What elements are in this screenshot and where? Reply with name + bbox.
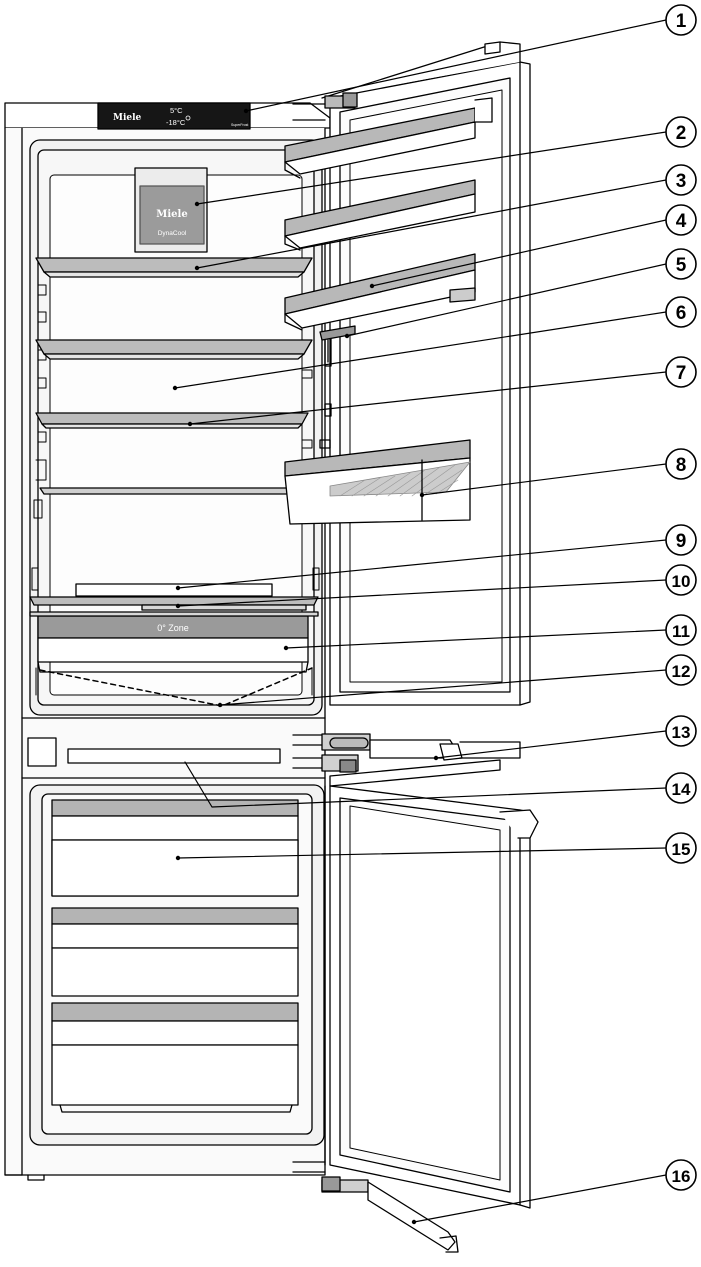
callout-number-10: 10 [672, 572, 691, 591]
callout-number-15: 15 [672, 840, 691, 859]
glass-shelf-lower [35, 412, 309, 429]
callout-circle-9 [665, 524, 697, 556]
dynacool-label: DynaCool [158, 230, 187, 237]
callout-circle-2 [665, 116, 697, 148]
callout-circle-7 [665, 356, 697, 388]
freezer-door [292, 759, 539, 1253]
freezer-drawer-3 [51, 1002, 299, 1113]
callout-number-5: 5 [676, 255, 687, 276]
callout-circle-5 [665, 248, 697, 280]
panel-brand: Miele [113, 113, 142, 123]
divider-shelf [39, 487, 313, 495]
panel-button-icon [185, 115, 191, 121]
freezer-drawer-1 [51, 799, 299, 897]
callout-number-12: 12 [672, 662, 691, 681]
callout-circle-14 [665, 772, 697, 804]
glass-shelf-middle [35, 339, 313, 360]
door-balcony-2 [284, 179, 476, 251]
callout-circle-12 [665, 654, 697, 686]
callout-circle-11 [665, 614, 697, 646]
glass-shelf-top [35, 257, 313, 278]
drawer-outline-dashed [39, 667, 313, 707]
callout-circle-3 [665, 164, 697, 196]
door-balcony-1 [284, 97, 493, 179]
callout-circle-15 [665, 832, 697, 864]
callout-number-6: 6 [676, 303, 687, 324]
leader-lines [174, 19, 667, 1223]
callout-circle-16 [665, 1159, 697, 1191]
callout-circle-1 [665, 4, 697, 36]
control-panel [97, 102, 251, 130]
freezer-drawer-2 [51, 907, 299, 997]
dynacool-text: Miele DynaCool [156, 209, 187, 237]
callout-number-3: 3 [676, 171, 687, 192]
callout-circle-8 [665, 448, 697, 480]
callout-number-13: 13 [672, 723, 691, 742]
door-balcony-4 [284, 439, 471, 525]
bottom-shelf [29, 583, 319, 611]
callout-number-7: 7 [676, 363, 687, 384]
shelf-supports-left [31, 284, 320, 591]
callout-circle-6 [665, 296, 697, 328]
leader-dots [172, 108, 439, 1225]
control-panel-text: Miele 5°C -18°C SuperFrost [113, 106, 248, 127]
callout-number-16: 16 [672, 1167, 691, 1186]
zero-zone-drawer [29, 611, 319, 673]
callout-numbers: 1 2 3 4 5 6 7 8 9 10 11 12 13 14 15 16 [672, 11, 691, 1186]
zero-zone-label: 0° Zone [157, 623, 189, 633]
callout-number-4: 4 [676, 211, 687, 232]
callout-number-9: 9 [676, 531, 687, 552]
callout-number-2: 2 [676, 123, 687, 144]
callout-circle-4 [665, 204, 697, 236]
callout-number-1: 1 [676, 11, 687, 32]
callout-circles [665, 4, 697, 1191]
panel-fridge-temp: 5°C [170, 106, 183, 115]
callout-number-14: 14 [672, 780, 691, 799]
panel-small-text: SuperFrost [231, 123, 248, 127]
callout-circle-10 [665, 564, 697, 596]
dynacool-brand: Miele [156, 209, 187, 220]
hinge-middle [292, 733, 521, 773]
callout-number-11: 11 [672, 622, 690, 641]
callout-circle-13 [665, 715, 697, 747]
callout-number-8: 8 [676, 455, 687, 476]
dynacool-fan [134, 167, 208, 253]
panel-freezer-temp: -18°C [166, 118, 186, 127]
